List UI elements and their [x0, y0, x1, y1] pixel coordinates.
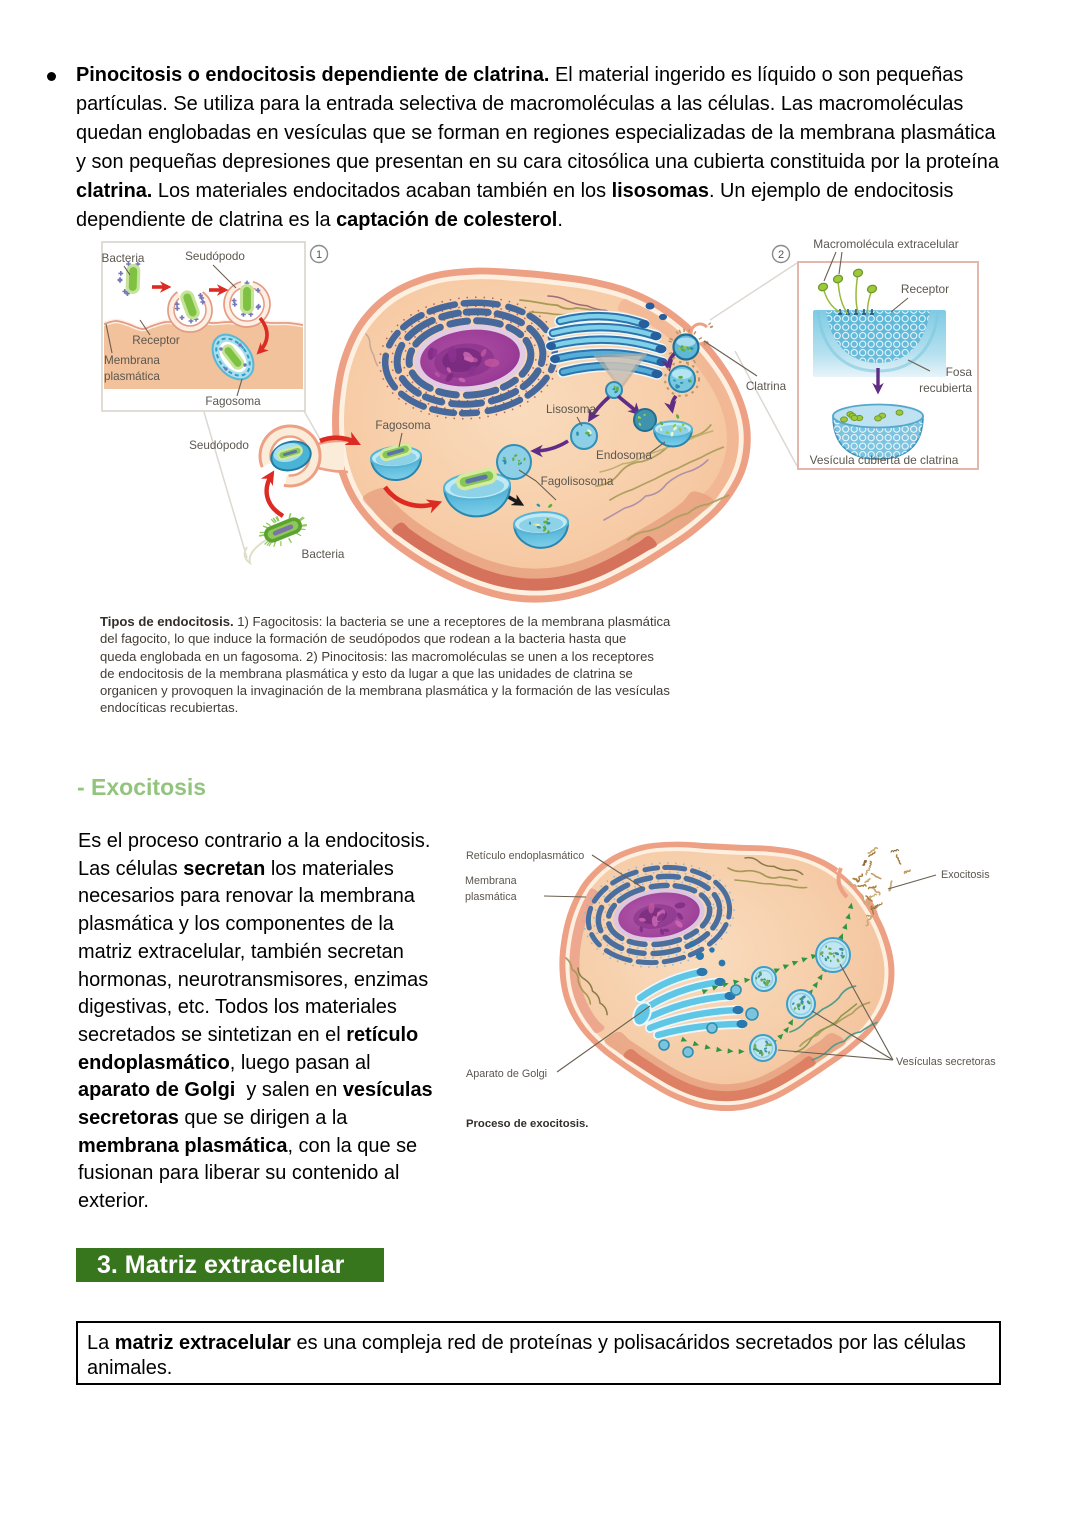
svg-text:Fagosoma: Fagosoma: [205, 395, 261, 408]
svg-text:Macromolécula extracelular: Macromolécula extracelular: [813, 237, 958, 251]
svg-text:Receptor: Receptor: [901, 282, 949, 296]
svg-text:Vesículas secretoras: Vesículas secretoras: [896, 1056, 996, 1068]
svg-text:Proceso de exocitosis.: Proceso de exocitosis.: [466, 1118, 588, 1130]
svg-text:Endosoma: Endosoma: [596, 449, 652, 462]
svg-text:Exocitosis: Exocitosis: [941, 869, 990, 881]
svg-text:recubierta: recubierta: [919, 381, 972, 395]
svg-text:Lisosoma: Lisosoma: [546, 403, 597, 416]
svg-text:Retículo endoplasmático: Retículo endoplasmático: [466, 850, 584, 862]
svg-text:Fagosoma: Fagosoma: [375, 419, 431, 432]
svg-text:plasmática: plasmática: [104, 370, 160, 383]
svg-text:Bacteria: Bacteria: [302, 548, 345, 561]
svg-text:Vesícula cubierta de clatrina: Vesícula cubierta de clatrina: [810, 453, 959, 467]
svg-text:Clatrina: Clatrina: [746, 380, 787, 393]
svg-text:Bacteria: Bacteria: [102, 252, 145, 265]
svg-text:Seudópodo: Seudópodo: [185, 250, 245, 263]
svg-text:plasmática: plasmática: [465, 891, 517, 903]
svg-text:2: 2: [778, 249, 784, 261]
svg-text:Aparato de Golgi: Aparato de Golgi: [466, 1068, 547, 1080]
svg-text:Fagolisosoma: Fagolisosoma: [541, 475, 614, 488]
svg-text:Seudópodo: Seudópodo: [189, 439, 249, 452]
svg-text:Receptor: Receptor: [132, 334, 180, 347]
svg-text:Membrana: Membrana: [104, 354, 160, 367]
svg-text:Fosa: Fosa: [946, 365, 973, 379]
svg-text:1: 1: [316, 249, 322, 261]
svg-text:Membrana: Membrana: [465, 875, 517, 887]
